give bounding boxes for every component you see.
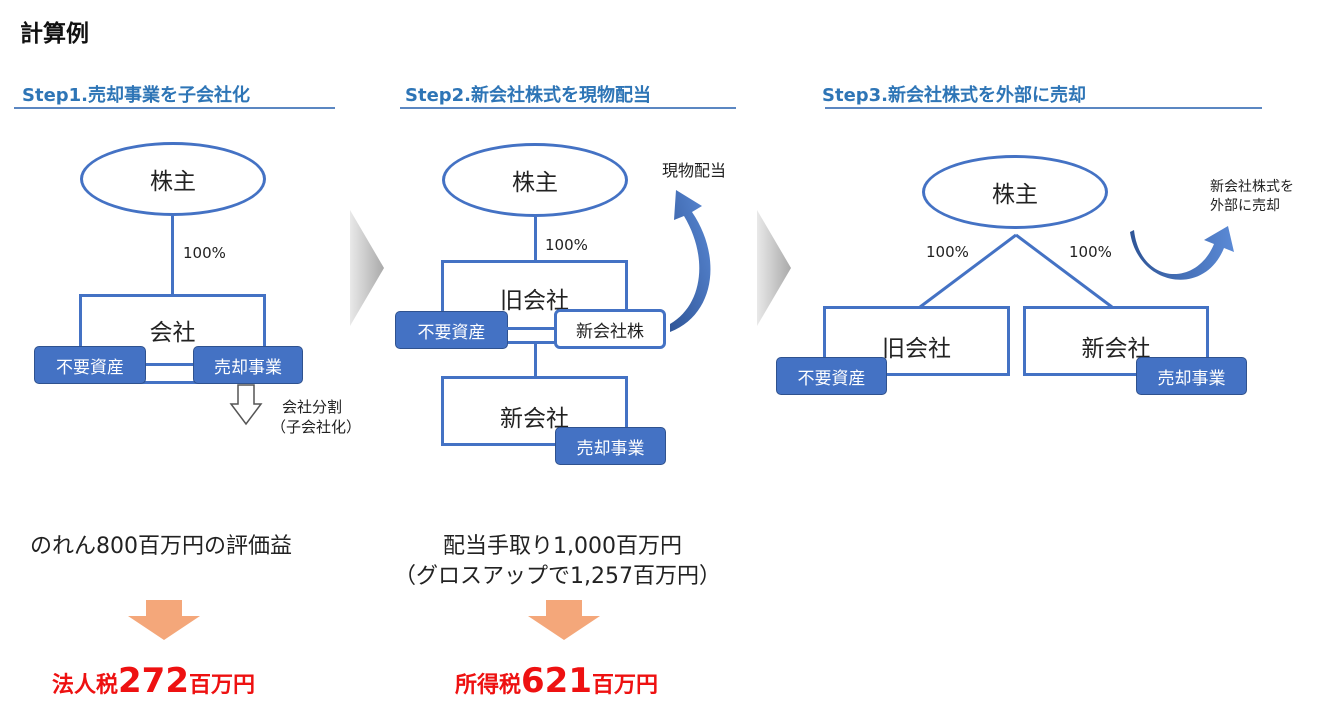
step3-percent-left: 100% xyxy=(926,243,969,261)
step1-tag-unneeded-assets: 不要資産 xyxy=(34,346,146,384)
chevron-right-icon xyxy=(350,210,384,326)
step3-shareholder-label: 株主 xyxy=(992,182,1038,208)
step2-underline xyxy=(400,107,736,109)
step2-arrow-label: 現物配当 xyxy=(662,161,727,180)
step3-arrow-label-line1: 新会社株式を xyxy=(1210,179,1294,195)
step1-shareholder-label: 株主 xyxy=(150,169,196,195)
step1-company-label: 会社 xyxy=(149,320,196,346)
step1-result-suffix: 百万円 xyxy=(189,673,256,698)
step3-heading: Step3.新会社株式を外部に売却 xyxy=(822,85,1087,106)
step2-summary-line2: （グロスアップで1,257百万円） xyxy=(394,564,721,589)
step1-heading: Step1.売却事業を子会社化 xyxy=(22,85,251,106)
step1-percent: 100% xyxy=(183,244,226,262)
down-arrow-icon xyxy=(528,600,600,640)
step1-result: 法人税272百万円 xyxy=(52,661,255,701)
step2-summary-line1: 配当手取り1,000百万円 xyxy=(443,534,682,559)
step2-tag-unneeded-assets: 不要資産 xyxy=(395,311,508,349)
step2-result: 所得税621百万円 xyxy=(455,661,658,701)
step2-tag-connector xyxy=(507,327,555,330)
down-arrow-icon xyxy=(128,600,200,640)
step3-shareholder-ellipse: 株主 xyxy=(922,155,1108,229)
down-arrow-icon xyxy=(229,384,263,426)
step2-percent: 100% xyxy=(545,236,588,254)
step2-connector-top xyxy=(534,217,537,261)
step3-percent-right: 100% xyxy=(1069,243,1112,261)
step2-result-suffix: 百万円 xyxy=(592,673,659,698)
page-title: 計算例 xyxy=(20,21,89,47)
step3-connectors xyxy=(919,233,1113,309)
step2-shareholder-label: 株主 xyxy=(512,170,558,196)
step3-tag-unneeded-assets: 不要資産 xyxy=(776,357,887,395)
step3-arrow-label-line2: 外部に売却 xyxy=(1210,198,1280,214)
step2-tag-sale-business: 売却事業 xyxy=(555,427,666,465)
step3-old-company-label: 旧会社 xyxy=(882,336,951,362)
step1-tag-sale-business: 売却事業 xyxy=(193,346,303,384)
step2-shareholder-ellipse: 株主 xyxy=(442,143,628,217)
step1-result-value: 272 xyxy=(118,661,189,701)
step1-summary: のれん800百万円の評価益 xyxy=(30,534,292,559)
step1-note-line1: 会社分割 xyxy=(282,398,343,416)
step2-tag-new-company-shares: 新会社株 xyxy=(554,309,666,349)
step1-note: 会社分割 （子会社化） xyxy=(271,397,389,437)
step3-underline xyxy=(825,107,1262,109)
step2-connector-bottom xyxy=(534,344,537,377)
step1-result-prefix: 法人税 xyxy=(52,673,119,698)
step1-tag-connector xyxy=(145,363,195,366)
step3-tag-sale-business: 売却事業 xyxy=(1136,357,1247,395)
step2-heading: Step2.新会社株式を現物配当 xyxy=(405,85,652,106)
step1-connector xyxy=(171,216,174,295)
step1-underline xyxy=(14,107,335,109)
step2-result-prefix: 所得税 xyxy=(455,673,522,698)
step1-shareholder-ellipse: 株主 xyxy=(80,142,266,216)
curved-arrow-icon xyxy=(1130,226,1234,280)
step2-result-value: 621 xyxy=(521,661,592,701)
step3-arrow-label: 新会社株式を 外部に売却 xyxy=(1210,178,1294,216)
step1-note-line2: （子会社化） xyxy=(271,418,362,436)
curved-arrow-icon xyxy=(670,190,711,332)
step3-new-company-box: 新会社 xyxy=(1023,306,1209,376)
chevron-right-icon xyxy=(757,210,791,326)
